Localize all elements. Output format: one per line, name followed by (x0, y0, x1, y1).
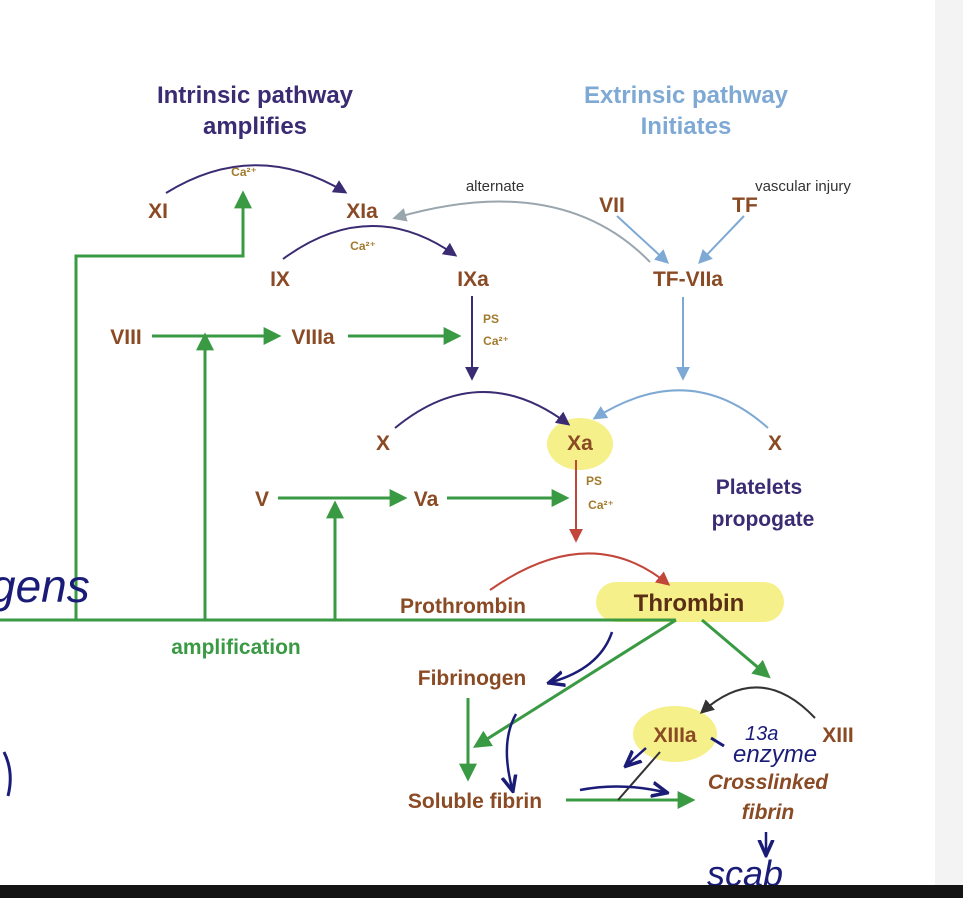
factor-viii: VIII (110, 326, 142, 349)
factor-tf: TF (732, 194, 758, 217)
factor-vii: VII (599, 194, 625, 217)
handwritten-dash (710, 736, 725, 748)
xi-to-xia-arrow (165, 164, 348, 194)
prothrombin-to-thrombin-arrow (489, 552, 671, 591)
x-to-xa-arrow (394, 391, 571, 429)
factor-labels: XI XIa IX IXa VIII VIIIa VII TF TF-VIIa … (110, 194, 854, 824)
ps-label-1: PS (483, 312, 499, 326)
factor-xia: XIa (346, 200, 378, 223)
xa-highlight (547, 418, 613, 470)
ps-label-2: PS (586, 474, 602, 488)
extrinsic-arrows (392, 200, 769, 429)
alternate-label: alternate (466, 178, 524, 195)
xiii-arrows (617, 686, 816, 801)
platelets-label-line2: propogate (712, 508, 815, 531)
intrinsic-title-line1: Intrinsic pathway (157, 82, 354, 109)
page-edge-strip (935, 0, 963, 885)
intrinsic-title-line2: amplifies (203, 113, 307, 140)
factor-x-left: X (376, 432, 390, 455)
handwritten-down-arrow (507, 713, 516, 788)
xiiia-to-crosslink-line (617, 751, 661, 801)
xiiia-highlight (633, 706, 717, 762)
factor-soluble-fibrin: Soluble fibrin (408, 790, 542, 813)
thrombin-to-xiii-arrow (701, 618, 771, 679)
calcium-label-1: Ca²⁺ (231, 165, 257, 179)
vii-to-tfviia-arrow (616, 215, 670, 264)
handwritten-enzyme: enzyme (733, 741, 817, 768)
vascular-injury-label: vascular injury (755, 178, 851, 195)
ix-to-ixa-arrow (282, 225, 458, 260)
tf-to-tfviia-arrow (698, 215, 745, 265)
thrombin-highlight (596, 582, 784, 622)
factor-prothrombin: Prothrombin (400, 595, 526, 618)
factor-ixa: IXa (457, 268, 489, 291)
crosslinked-fibrin-line2: fibrin (742, 801, 795, 824)
handwritten-mark-left (2, 751, 12, 797)
extrinsic-title-line1: Extrinsic pathway (584, 82, 789, 109)
thrombin-to-fibrinogen-arrow (472, 618, 677, 748)
highlights (547, 418, 784, 762)
factor-xa: Xa (567, 432, 593, 455)
factor-xi: XI (148, 200, 168, 223)
factor-x-right: X (768, 432, 782, 455)
factor-v: V (255, 488, 269, 511)
calcium-label-2: Ca²⁺ (350, 239, 376, 253)
extrinsic-title-line2: Initiates (641, 113, 732, 140)
factor-thrombin: Thrombin (634, 590, 745, 617)
pathway-titles: Intrinsic pathway amplifies Extrinsic pa… (157, 82, 789, 140)
crosslinked-fibrin-line1: Crosslinked (708, 771, 829, 794)
bottom-bar (0, 885, 963, 898)
platelets-label-line1: Platelets (716, 476, 802, 499)
factor-tf-viia: TF-VIIa (653, 268, 723, 291)
factor-va: Va (414, 488, 439, 511)
factor-xiii: XIII (822, 724, 854, 747)
xiii-to-xiiia-arrow (699, 686, 816, 719)
x-right-to-xa-arrow (592, 389, 769, 429)
intrinsic-arrows (165, 164, 571, 429)
factor-ix: IX (270, 268, 290, 291)
factor-fibrinogen: Fibrinogen (418, 667, 527, 690)
amplification-network (0, 190, 771, 809)
handwritten-thrombin-to-fibrinogen-arrow (552, 631, 614, 682)
red-arrows (489, 460, 671, 591)
factor-xiiia: XIIIa (653, 724, 697, 747)
handwritten-gens: gens (0, 560, 90, 612)
amplification-label: amplification (171, 636, 301, 659)
handwritten-right-arrow (579, 786, 664, 792)
factor-viiia: VIIIa (291, 326, 335, 349)
amplification-left-riser (74, 190, 252, 620)
tfviia-to-xia-alternate-arrow (392, 200, 651, 263)
handwritten-xiiia-arrow (628, 747, 647, 764)
small-labels: alternate vascular injury Ca²⁺ Ca²⁺ PS C… (171, 165, 851, 659)
calcium-label-4: Ca²⁺ (588, 498, 614, 512)
calcium-label-3: Ca²⁺ (483, 334, 509, 348)
handwritten-13a: 13a (745, 723, 778, 745)
